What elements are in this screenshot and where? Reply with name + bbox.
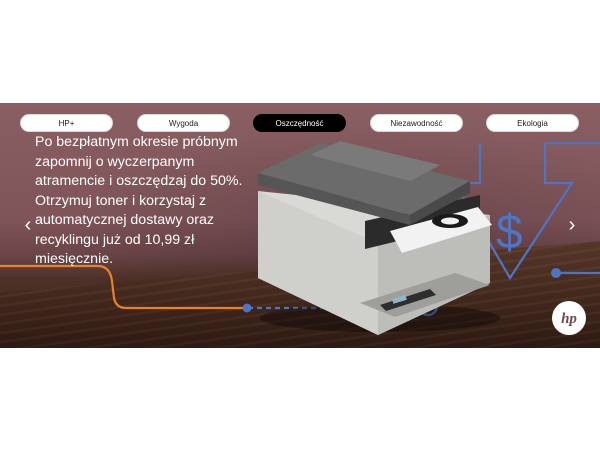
orange-accent-line bbox=[0, 264, 246, 310]
hp-logo-text: hp bbox=[561, 311, 577, 327]
chevron-left-icon[interactable]: ‹ bbox=[24, 214, 32, 236]
tab-ekologia[interactable]: Ekologia bbox=[486, 114, 579, 132]
tab-oszczednosc[interactable]: Oszczędność bbox=[253, 114, 346, 132]
blue-dot-right bbox=[551, 268, 561, 278]
chevron-right-icon[interactable]: › bbox=[568, 214, 576, 236]
blue-dot-left bbox=[242, 303, 252, 313]
printer bbox=[258, 141, 500, 335]
tab-hp-plus[interactable]: HP+ bbox=[20, 114, 113, 132]
hp-logo-icon[interactable]: hp bbox=[551, 300, 587, 336]
product-illustration: $ bbox=[0, 141, 600, 335]
tab-wygoda[interactable]: Wygoda bbox=[137, 114, 230, 132]
feature-tabs: HP+ Wygoda Oszczędność Niezawodność Ekol… bbox=[0, 114, 600, 132]
dollar-sign: $ bbox=[496, 206, 523, 259]
tab-niezawodnosc[interactable]: Niezawodność bbox=[370, 114, 463, 132]
slide-headline: Po bezpłatnym okresie próbnym zapomnij o… bbox=[35, 134, 243, 267]
blue-arrow-outline bbox=[453, 143, 575, 281]
